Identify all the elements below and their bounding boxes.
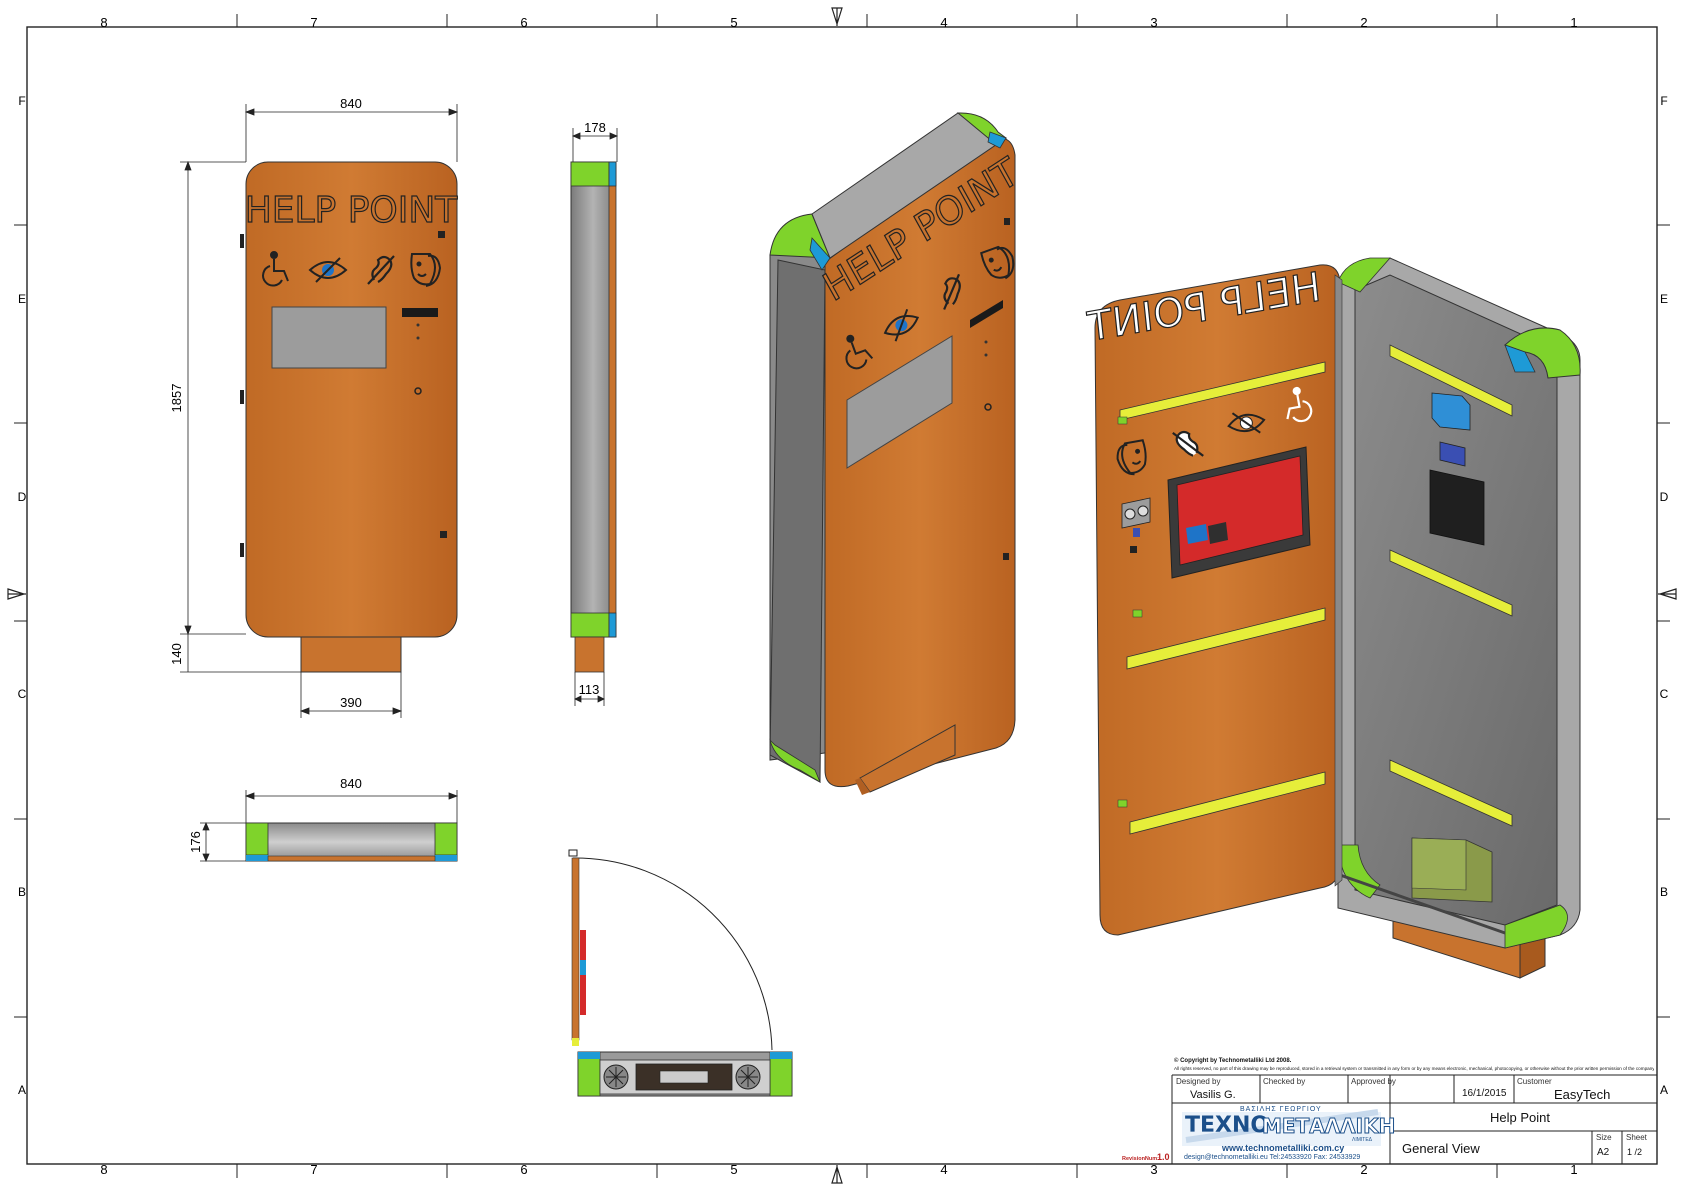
dim-base-height: 140 bbox=[169, 643, 184, 665]
front-view: HELP POINT bbox=[169, 96, 459, 718]
row-label: F bbox=[18, 94, 25, 108]
row-label: B bbox=[18, 885, 26, 899]
sheet-frame bbox=[7, 7, 1677, 1184]
fan-icon bbox=[735, 1064, 761, 1090]
col-label: 7 bbox=[310, 1162, 317, 1177]
column-labels-top: 8 7 6 5 4 3 2 1 bbox=[100, 15, 1577, 30]
row-label: F bbox=[1660, 94, 1667, 108]
copyright-text: All rights reserved, no part of this dra… bbox=[1174, 1066, 1654, 1071]
revision-label: RevisionNum: bbox=[1122, 1156, 1159, 1162]
sheet-label: Sheet bbox=[1626, 1133, 1647, 1142]
wheelchair-icon bbox=[1286, 386, 1313, 423]
size-label: Size bbox=[1596, 1133, 1612, 1142]
company-name-b: ΜΕΤΑΛΛΙΚΗ bbox=[1261, 1114, 1396, 1139]
customer-value: EasyTech bbox=[1554, 1087, 1611, 1102]
col-label: 5 bbox=[730, 15, 737, 30]
row-labels-right: F E D C B A bbox=[1660, 94, 1669, 1097]
dim-front-width: 840 bbox=[340, 96, 362, 111]
company-name-a: ΤΕΧΝΟ bbox=[1185, 1113, 1270, 1138]
col-label: 1 bbox=[1570, 1162, 1577, 1177]
col-label: 3 bbox=[1150, 15, 1157, 30]
title-block bbox=[1171, 1074, 1657, 1164]
view-name: General View bbox=[1402, 1141, 1480, 1156]
face-icon bbox=[410, 253, 442, 287]
door-swing-view bbox=[568, 849, 793, 1097]
dim-front-height: 1857 bbox=[169, 384, 184, 413]
sheet-value: 1 /2 bbox=[1627, 1147, 1643, 1157]
wheelchair-icon bbox=[262, 251, 289, 287]
front-title-text: HELP POINT bbox=[245, 190, 459, 231]
hearing-impaired-icon bbox=[367, 255, 395, 285]
col-label: 5 bbox=[730, 1162, 737, 1177]
wheelchair-icon bbox=[845, 334, 874, 370]
col-label: 1 bbox=[1570, 15, 1577, 30]
dim-base-depth: 113 bbox=[579, 682, 600, 697]
row-label: E bbox=[1660, 292, 1668, 306]
date-value: 16/1/2015 bbox=[1462, 1088, 1507, 1099]
row-ticks-right bbox=[1657, 224, 1670, 1018]
low-vision-eye-icon bbox=[308, 257, 348, 283]
col-label: 4 bbox=[940, 1162, 947, 1177]
iso-open-view: HELP POINT bbox=[1085, 257, 1581, 979]
company-top: ΒΑΣΙΛΗΣ ΓΕΩΡΓΙΟΥ bbox=[1240, 1106, 1322, 1113]
dim-top-width: 840 bbox=[340, 776, 362, 791]
row-label: A bbox=[18, 1083, 26, 1097]
col-label: 8 bbox=[100, 15, 107, 30]
iso-closed-view: HELP POINT bbox=[769, 112, 1027, 795]
face-icon bbox=[980, 245, 1015, 280]
company-logo bbox=[1182, 1109, 1381, 1146]
column-labels-bottom: 8 7 6 5 4 3 2 1 bbox=[100, 1162, 1577, 1177]
col-label: 2 bbox=[1360, 1162, 1367, 1177]
row-label: C bbox=[1660, 687, 1669, 701]
hearing-impaired-icon bbox=[1172, 430, 1204, 457]
col-label: 2 bbox=[1360, 15, 1367, 30]
col-label: 7 bbox=[310, 15, 317, 30]
drawing-title: Help Point bbox=[1490, 1110, 1550, 1125]
copyright-title: © Copyright by Technometalliki Ltd 2008. bbox=[1174, 1058, 1292, 1064]
low-vision-eye-icon bbox=[883, 308, 920, 342]
row-labels-left: F E D C B A bbox=[18, 94, 27, 1097]
checked-by-label: Checked by bbox=[1263, 1077, 1306, 1086]
dim-base-width: 390 bbox=[340, 695, 362, 710]
face-icon bbox=[1116, 439, 1147, 476]
col-label: 6 bbox=[520, 15, 527, 30]
customer-label: Customer bbox=[1517, 1077, 1552, 1086]
column-ticks-bottom bbox=[236, 1164, 1498, 1178]
row-label: E bbox=[18, 292, 26, 306]
dim-top-depth: 176 bbox=[188, 831, 203, 853]
col-label: 8 bbox=[100, 1162, 107, 1177]
low-vision-eye-icon bbox=[1227, 412, 1266, 434]
row-label: D bbox=[18, 490, 27, 504]
side-view: 178 113 bbox=[570, 120, 619, 706]
designed-by-label: Designed by bbox=[1176, 1077, 1221, 1086]
company-contact: design@technometalliki.eu Tel:24533920 F… bbox=[1184, 1154, 1361, 1161]
row-label: C bbox=[18, 687, 27, 701]
company-sub: ΛΙΜΙΤΕΔ bbox=[1352, 1137, 1373, 1143]
hearing-impaired-icon bbox=[943, 273, 961, 310]
designed-by-value: Vasilis G. bbox=[1190, 1089, 1236, 1101]
row-label: B bbox=[1660, 885, 1668, 899]
company-website[interactable]: www.technometalliki.com.cy bbox=[1222, 1143, 1345, 1153]
approved-by-label: Approved by bbox=[1351, 1077, 1396, 1086]
row-ticks-left bbox=[14, 224, 27, 1018]
dim-side-depth: 178 bbox=[584, 120, 606, 135]
size-value: A2 bbox=[1597, 1147, 1610, 1158]
row-label: D bbox=[1660, 490, 1669, 504]
top-view: 840 176 bbox=[188, 776, 459, 863]
col-label: 3 bbox=[1150, 1162, 1157, 1177]
front-dimensions bbox=[180, 104, 459, 718]
column-ticks-top bbox=[236, 14, 1498, 27]
revision-value: 1.0 bbox=[1157, 1152, 1170, 1162]
col-label: 4 bbox=[940, 15, 947, 30]
row-label: A bbox=[1660, 1083, 1668, 1097]
fan-icon bbox=[603, 1064, 629, 1090]
col-label: 6 bbox=[520, 1162, 527, 1177]
